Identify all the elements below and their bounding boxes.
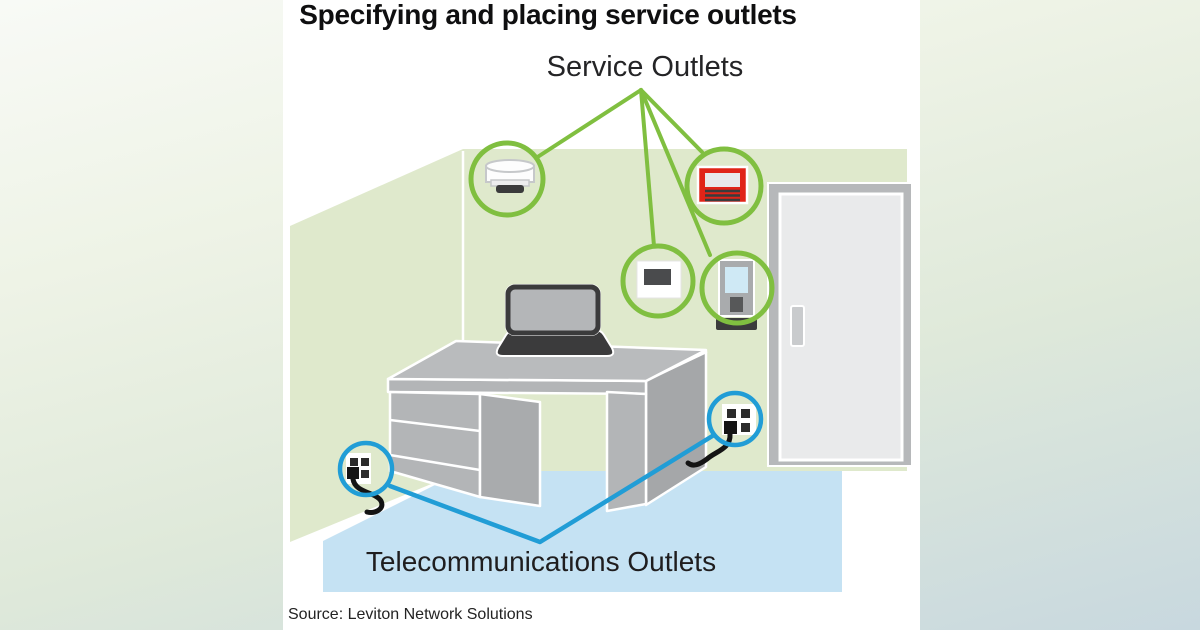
access-control-reader-icon [716,259,757,330]
desk-pillar [605,390,648,513]
highlight-circle-outlet-left [337,440,395,498]
computer [495,284,615,357]
service-outlets-label: Service Outlets [546,51,744,83]
desk-top-trim [649,351,708,380]
page-title: Specifying and placing service outlets [299,0,797,30]
callout-line [639,88,704,154]
plug [347,467,359,479]
telecom-outlets-label: Telecommunications Outlets [365,546,717,577]
highlight-circle-fire-alarm [684,146,764,226]
door-handle [790,305,805,347]
computer-screen [505,284,601,336]
desk-top [386,339,708,383]
smoke-detector-icon [485,159,535,193]
patch-cable [350,476,385,515]
drawer-divider [389,453,481,472]
service-callout-lines [534,88,712,257]
desk [386,339,708,513]
highlight-circle-smoke-detector [468,140,546,218]
highlight-circle-access-reader [699,250,775,326]
telecom-highlight-circles [337,390,764,498]
callout-line [639,88,656,248]
desk-inner-panel [478,392,542,508]
telecom-wall-outlet-left [346,453,385,515]
drawer-divider [389,418,481,433]
telecom-callout-lines [387,432,717,545]
callout-line [639,88,712,257]
door [767,182,913,467]
plug [724,421,737,434]
service-highlight-circles [468,140,775,326]
callout-line [534,88,643,160]
source-credit: Source: Leviton Network Solutions [288,606,533,623]
thermostat-icon [636,260,682,299]
highlight-circle-thermostat [620,243,696,319]
floor [323,471,842,592]
fire-alarm-icon [696,165,749,205]
highlight-circle-outlet-right [706,390,764,448]
computer-base [495,329,615,357]
